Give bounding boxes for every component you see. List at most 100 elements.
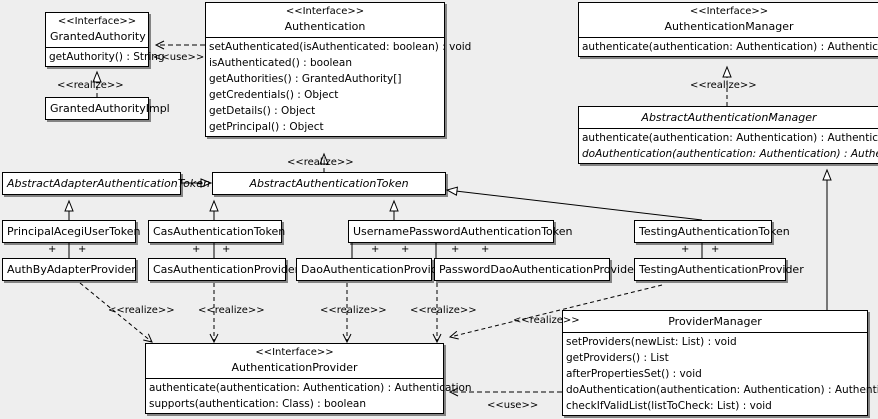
class-name: AuthenticationProvider [231,361,358,374]
class-principal-acegi-user-token[interactable]: PrincipalAcegiUserToken [2,220,141,243]
operation: supports(authentication: Class) : boolea… [149,398,366,410]
class-header: TestingAuthenticationToken [635,221,790,242]
class-name: GrantedAuthority [50,30,146,43]
class-header: AuthByAdapterProvider [3,259,136,280]
class-authentication-manager[interactable]: <<Interface>> AuthenticationManager auth… [578,2,878,57]
assoc-mark-plus: + [48,244,57,255]
class-name: AbstractAuthenticationToken [249,177,409,190]
compartment-divider [206,37,444,38]
class-header: TestingAuthenticationProvider [635,259,804,280]
class-name: DaoAuthenticationProvider [301,263,449,276]
assoc-mark-plus: + [371,244,380,255]
class-header: ProviderManager [563,311,867,332]
operation: setProviders(newList: List) : void [566,336,737,348]
class-granted-authority-impl[interactable]: GrantedAuthorityImpl [45,97,170,120]
operations-compartment: setAuthenticated(isAuthenticated: boolea… [206,38,472,136]
class-header: AbstractAdapterAuthenticationToken [3,173,210,194]
assoc-mark-plus: + [711,244,720,255]
class-abstract-adapter-authentication-token[interactable]: AbstractAdapterAuthenticationToken [2,172,210,195]
class-password-dao-authentication-provider[interactable]: PasswordDaoAuthenticationProvider [434,258,639,281]
class-header: CasAuthenticationProvider [149,259,299,280]
class-cas-authentication-token[interactable]: CasAuthenticationToken [148,220,286,243]
edge-label-realize-casauthenticationprovider: <<realize>> [198,305,265,316]
assoc-mark-plus: + [451,244,460,255]
operation: getAuthorities() : GrantedAuthority[] [209,73,402,85]
class-header: CasAuthenticationToken [149,221,286,242]
class-name: AbstractAdapterAuthenticationToken [7,177,210,190]
class-provider-manager[interactable]: ProviderManager setProviders(newList: Li… [562,310,878,416]
operation: getPrincipal() : Object [209,121,324,133]
edge-label-realize-daoauthenticationprovider: <<realize>> [320,305,387,316]
class-header: PasswordDaoAuthenticationProvider [435,259,639,280]
class-abstract-authentication-manager[interactable]: AbstractAuthenticationManager authentica… [578,106,878,164]
compartment-divider [46,47,148,48]
compartment-divider [146,378,443,379]
operation: getAuthority() : String [49,51,165,63]
class-authentication[interactable]: <<Interface>> Authentication setAuthenti… [205,2,472,137]
generalization-testingauthenticationtoken [445,186,703,221]
operation: doAuthentication(authentication: Authent… [566,384,878,396]
class-name: PasswordDaoAuthenticationProvider [439,263,639,276]
class-name: PrincipalAcegiUserToken [7,225,141,238]
class-name: AuthenticationManager [664,20,794,33]
edge-label-realize-passworddaoauthenticationprovider: <<realize>> [410,305,477,316]
compartment-divider [563,332,867,333]
operation: setAuthenticated(isAuthenticated: boolea… [209,41,472,53]
edge-label-use-authentication: <<use>> [153,52,205,63]
class-header: <<Interface>> AuthenticationManager [579,3,878,37]
operation: getDetails() : Object [209,105,316,117]
operation-abstract: doAuthentication(authentication: Authent… [582,148,878,160]
class-abstract-authentication-token[interactable]: AbstractAuthenticationToken [212,172,446,195]
class-name: UsernamePasswordAuthenticationToken [353,225,573,238]
class-name: GrantedAuthorityImpl [50,102,170,115]
class-header: AbstractAuthenticationManager [579,107,878,128]
edge-label-use-providermanager: <<use>> [487,400,539,411]
operation: authenticate(authentication: Authenticat… [149,382,472,394]
class-name: ProviderManager [668,315,762,328]
class-header: UsernamePasswordAuthenticationToken [349,221,573,242]
operations-compartment: authenticate(authentication: Authenticat… [146,379,472,413]
edge-label-realize-abstractauthenticationmanager: <<realize>> [690,80,757,91]
operation: getProviders() : List [566,352,669,364]
class-name: AuthByAdapterProvider [7,263,136,276]
class-header: DaoAuthenticationProvider [297,259,449,280]
class-name: TestingAuthenticationToken [639,225,790,238]
edge-label-realize-testingauthenticationprovider: <<realize>> [513,315,580,326]
assoc-mark-plus: + [78,244,87,255]
class-testing-authentication-provider[interactable]: TestingAuthenticationProvider [634,258,804,281]
operations-compartment: setProviders(newList: List) : void getPr… [563,333,878,415]
class-header: PrincipalAcegiUserToken [3,221,141,242]
operations-compartment: getAuthority() : String [46,48,165,66]
assoc-mark-plus: + [481,244,490,255]
assoc-mark-plus: + [681,244,690,255]
operation: authenticate(authentication: Authenticat… [582,132,878,144]
class-cas-authentication-provider[interactable]: CasAuthenticationProvider [148,258,299,281]
edge-label-realize-grantedauthorityimpl: <<realize>> [57,80,124,91]
class-name: TestingAuthenticationProvider [639,263,804,276]
operation: authenticate(authentication: Authenticat… [582,41,878,53]
class-username-password-authentication-token[interactable]: UsernamePasswordAuthenticationToken [348,220,573,243]
stereotype-label: <<Interface>> [255,347,334,358]
class-header: <<Interface>> GrantedAuthority [46,13,148,47]
edge-label-realize-authbyadapterprovider: <<realize>> [108,305,175,316]
class-dao-authentication-provider[interactable]: DaoAuthenticationProvider [296,258,449,281]
operations-compartment: authenticate(authentication: Authenticat… [579,38,878,56]
edge-label-realize-abstractauthenticationtoken: <<realize>> [287,157,354,168]
class-header: GrantedAuthorityImpl [46,98,170,119]
operations-compartment: authenticate(authentication: Authenticat… [579,129,878,163]
class-name: Authentication [284,20,366,33]
stereotype-label: <<Interface>> [689,6,769,17]
stereotype-label: <<Interface>> [285,6,365,17]
assoc-mark-plus: + [192,244,201,255]
class-name: CasAuthenticationToken [153,225,286,238]
class-auth-by-adapter-provider[interactable]: AuthByAdapterProvider [2,258,136,281]
stereotype-label: <<Interface>> [57,16,137,27]
class-header: AbstractAuthenticationToken [213,173,445,194]
class-granted-authority[interactable]: <<Interface>> GrantedAuthority getAuthor… [45,12,165,67]
class-authentication-provider[interactable]: <<Interface>> AuthenticationProvider aut… [145,343,472,414]
class-header: <<Interface>> Authentication [206,3,444,37]
class-name: AbstractAuthenticationManager [641,111,817,124]
class-testing-authentication-token[interactable]: TestingAuthenticationToken [634,220,790,243]
operation: afterPropertiesSet() : void [566,368,702,380]
